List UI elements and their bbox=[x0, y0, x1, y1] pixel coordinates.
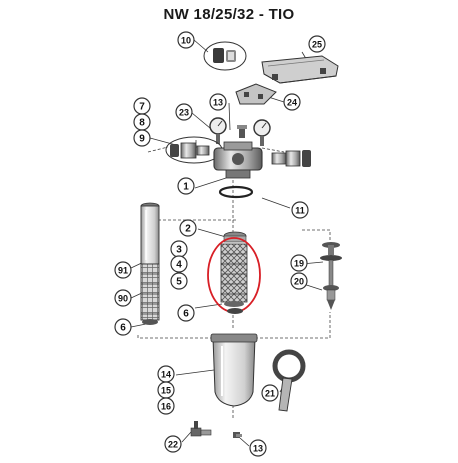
part-right-union-connector bbox=[271, 150, 311, 167]
callout-label: 25 bbox=[312, 40, 322, 50]
part-5-filter-insert bbox=[220, 243, 248, 307]
callout-circle bbox=[114, 289, 132, 307]
part-13-vent-screw bbox=[237, 125, 247, 138]
callout-c13a: 13 bbox=[209, 93, 227, 111]
part-90-filter-element bbox=[140, 263, 160, 325]
callout-circle bbox=[290, 254, 308, 272]
part-10-connector bbox=[203, 41, 247, 71]
callout-circle bbox=[170, 272, 188, 290]
callout-label: 13 bbox=[213, 98, 223, 108]
callout-circle bbox=[177, 31, 195, 49]
part-25-bracket bbox=[261, 55, 339, 84]
part-14-filter-bowl bbox=[210, 333, 258, 407]
callout-c91: 91 bbox=[114, 261, 132, 279]
callout-c24: 24 bbox=[283, 93, 301, 111]
callout-label: 90 bbox=[118, 294, 128, 304]
callout-c21: 21 bbox=[261, 384, 279, 402]
callout-c10: 10 bbox=[177, 31, 195, 49]
callout-circle bbox=[114, 261, 132, 279]
callout-c11: 11 bbox=[291, 201, 309, 219]
callout-circle bbox=[179, 219, 197, 237]
callout-c6b: 6 bbox=[177, 304, 195, 322]
callout-label: 23 bbox=[179, 108, 189, 118]
callout-c5: 5 bbox=[170, 272, 188, 290]
callout-label: 4 bbox=[176, 260, 182, 271]
callout-label: 22 bbox=[168, 440, 178, 450]
callout-circle bbox=[114, 318, 132, 336]
callout-c8: 8 bbox=[133, 113, 151, 131]
callout-circle bbox=[291, 201, 309, 219]
part-19-20-spindle bbox=[320, 242, 342, 310]
callout-label: 19 bbox=[294, 259, 304, 269]
callout-label: 2 bbox=[185, 224, 191, 235]
callout-c2: 2 bbox=[179, 219, 197, 237]
callout-circle bbox=[164, 435, 182, 453]
callout-c1: 1 bbox=[177, 177, 195, 195]
callout-label: 14 bbox=[161, 370, 171, 380]
callout-circle bbox=[261, 384, 279, 402]
callout-circle bbox=[133, 129, 151, 147]
part-21-spanner-key bbox=[272, 349, 306, 412]
callout-label: 15 bbox=[161, 386, 171, 396]
callout-c14: 14 bbox=[157, 365, 175, 383]
callout-c20: 20 bbox=[290, 272, 308, 290]
callout-label: 10 bbox=[181, 36, 191, 46]
callout-label: 5 bbox=[176, 277, 182, 288]
callout-label: 6 bbox=[120, 323, 126, 334]
callout-c4: 4 bbox=[170, 255, 188, 273]
callout-circle bbox=[177, 177, 195, 195]
part-22-drain-valve bbox=[190, 421, 212, 437]
callout-label: 91 bbox=[118, 266, 128, 276]
callout-label: 3 bbox=[176, 245, 182, 256]
callout-c7: 7 bbox=[133, 97, 151, 115]
callout-circle bbox=[175, 103, 193, 121]
callout-label: 9 bbox=[139, 134, 145, 145]
callout-c23: 23 bbox=[175, 103, 193, 121]
callout-c3: 3 bbox=[170, 240, 188, 258]
callout-c25: 25 bbox=[308, 35, 326, 53]
callout-label: 16 bbox=[161, 402, 171, 412]
callout-label: 8 bbox=[139, 118, 145, 129]
part-9-union-connector bbox=[165, 136, 223, 164]
part-13-drain-screw bbox=[233, 432, 242, 438]
callout-c13b: 13 bbox=[249, 439, 267, 457]
part-1-filter-head bbox=[213, 141, 263, 179]
callout-c9: 9 bbox=[133, 129, 151, 147]
callout-circle bbox=[308, 35, 326, 53]
callout-c22: 22 bbox=[164, 435, 182, 453]
diagram-title: NW 18/25/32 - TIO bbox=[163, 6, 295, 23]
callout-circle bbox=[170, 255, 188, 273]
callout-circle bbox=[290, 272, 308, 290]
callout-label: 7 bbox=[139, 102, 145, 113]
part-24-plate bbox=[235, 83, 277, 105]
callout-label: 24 bbox=[287, 98, 297, 108]
callout-label: 13 bbox=[253, 444, 263, 454]
callout-c16: 16 bbox=[157, 397, 175, 415]
callout-circle bbox=[177, 304, 195, 322]
callout-circle bbox=[283, 93, 301, 111]
part-23-pressure-gauge bbox=[209, 117, 271, 146]
callout-circle bbox=[209, 93, 227, 111]
part-91-sight-tube bbox=[140, 202, 160, 265]
part-11-o-ring bbox=[218, 185, 254, 199]
callout-circle bbox=[157, 397, 175, 415]
callout-label: 20 bbox=[294, 277, 304, 287]
callout-label: 1 bbox=[183, 182, 189, 193]
callout-c90: 90 bbox=[114, 289, 132, 307]
callout-label: 11 bbox=[295, 206, 305, 216]
callout-label: 6 bbox=[183, 309, 189, 320]
part-6-seal bbox=[227, 308, 243, 314]
callout-circle bbox=[249, 439, 267, 457]
callout-c19: 19 bbox=[290, 254, 308, 272]
callout-c6a: 6 bbox=[114, 318, 132, 336]
callout-c15: 15 bbox=[157, 381, 175, 399]
callout-label: 21 bbox=[265, 389, 275, 399]
